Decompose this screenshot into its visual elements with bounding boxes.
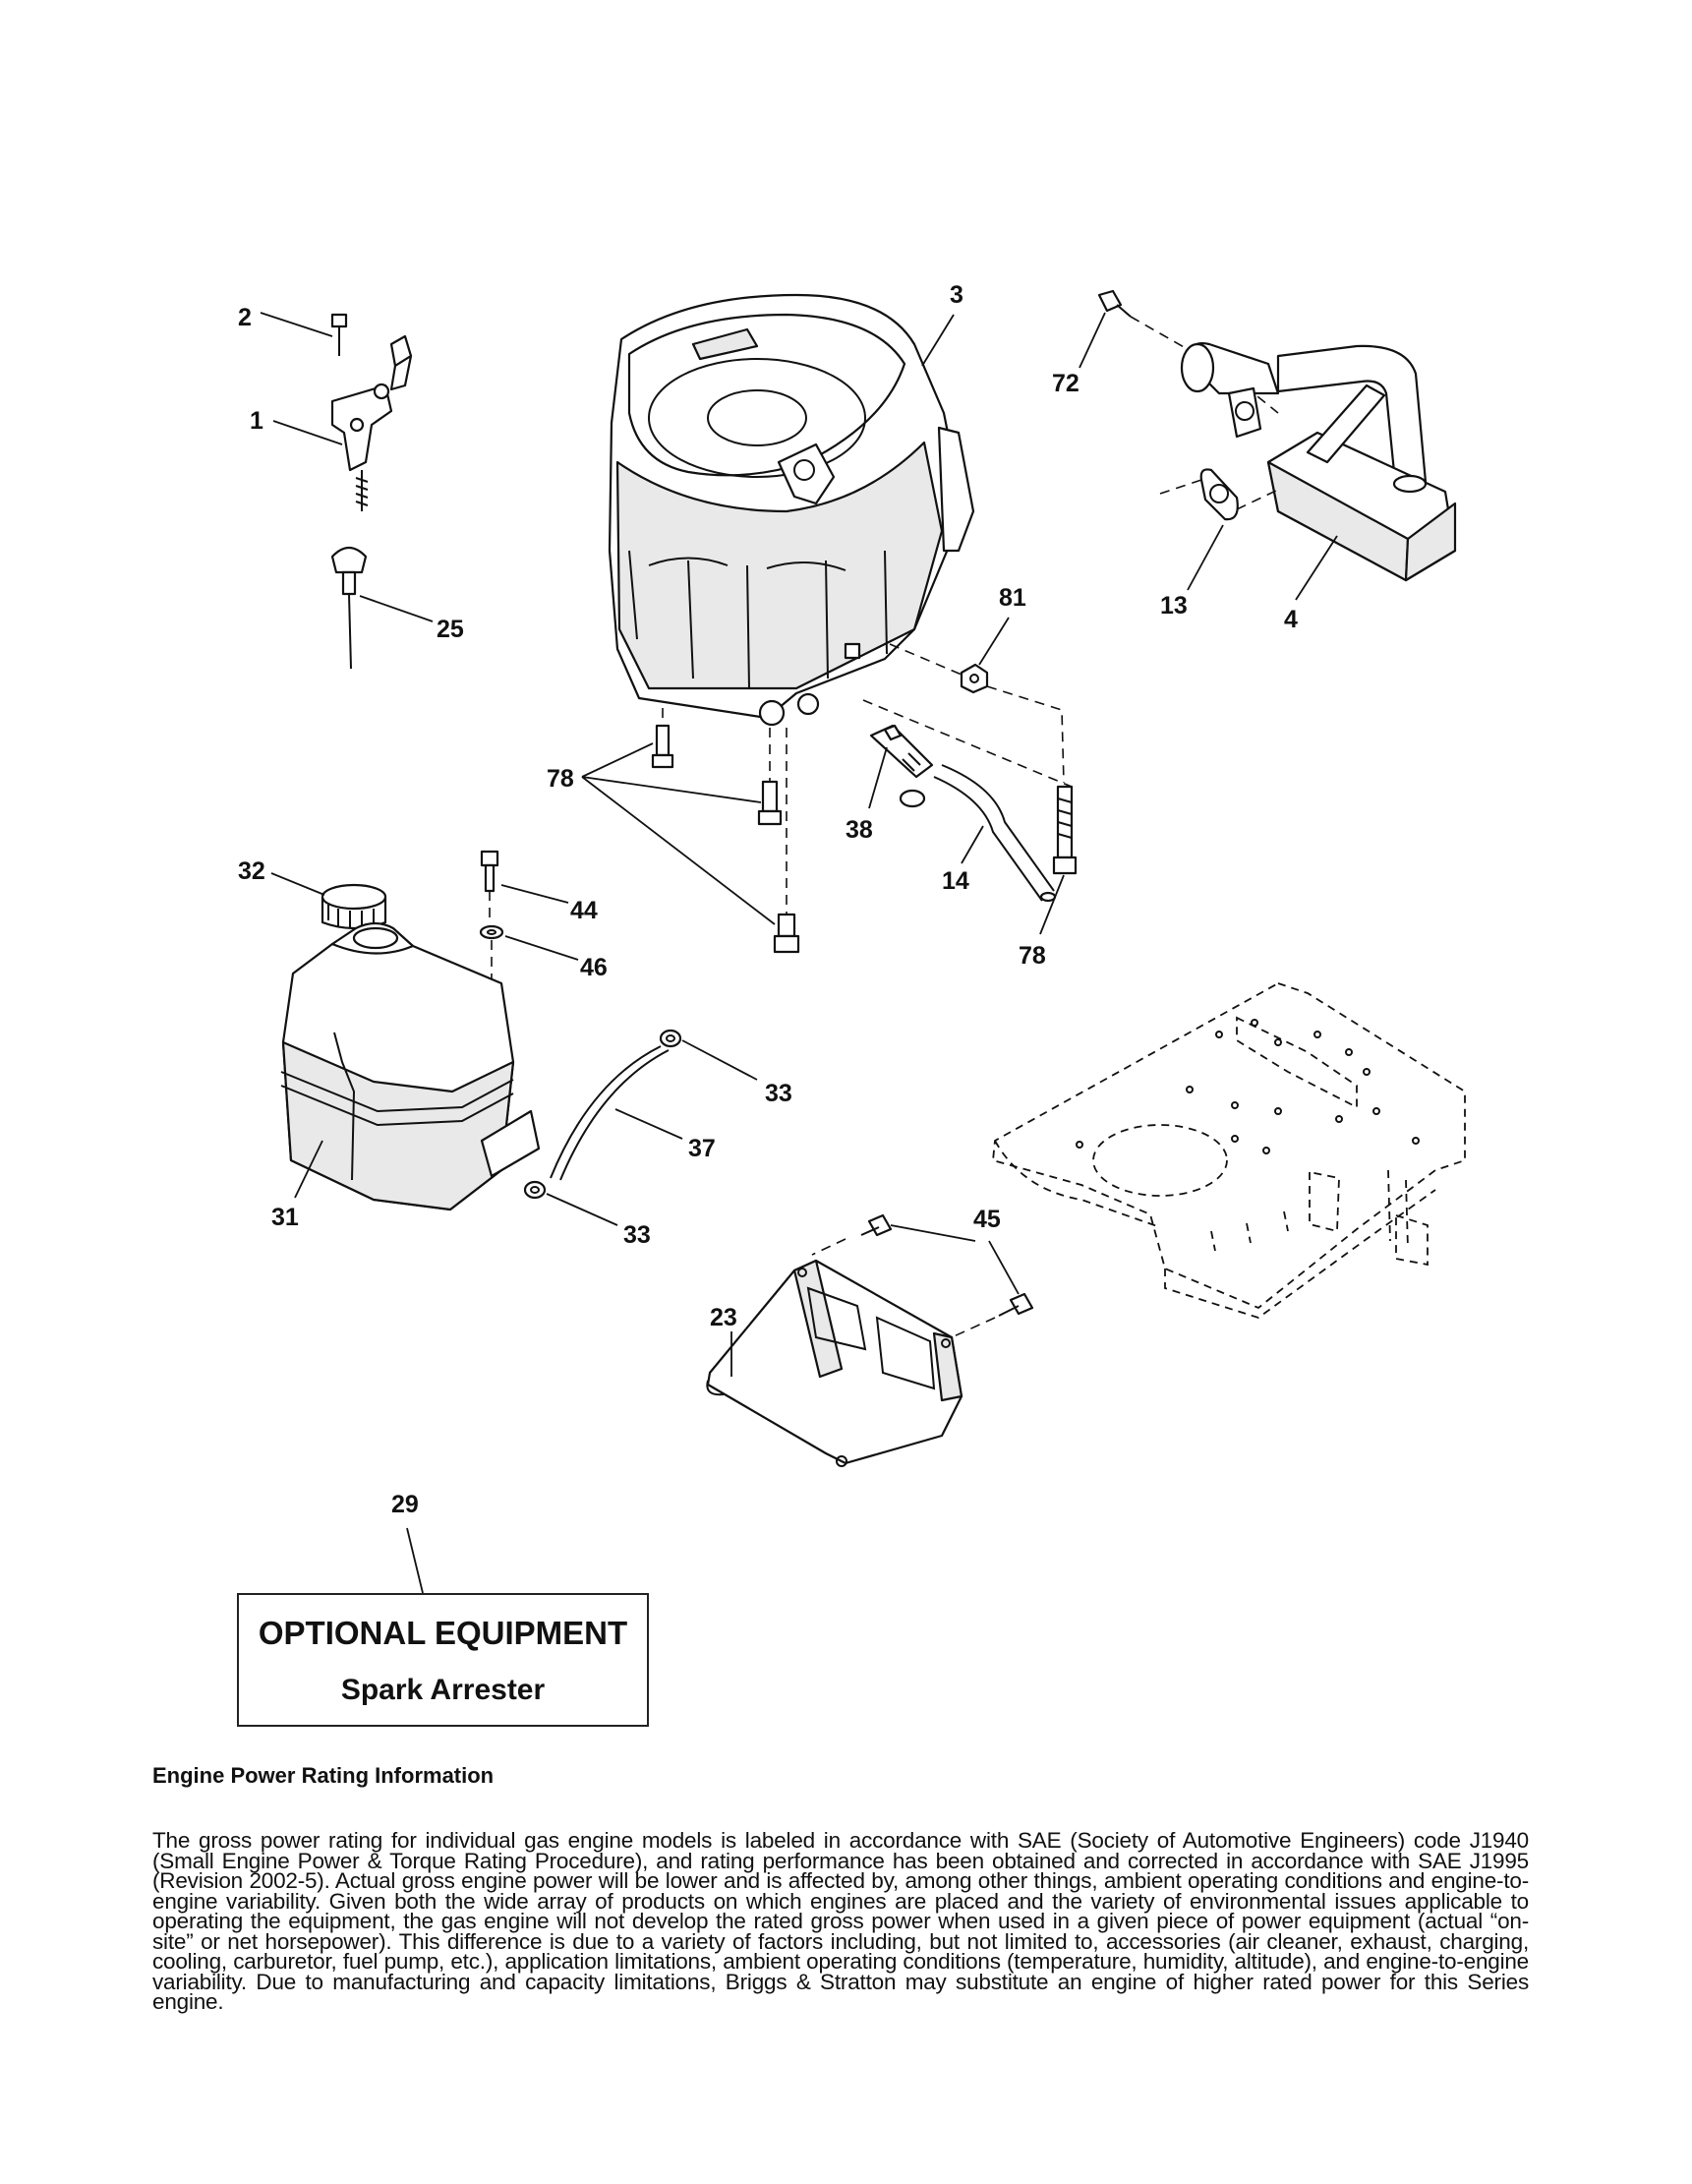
callout-38: 38 — [846, 746, 888, 844]
svg-text:23: 23 — [710, 1304, 737, 1331]
engine-mounting-bolts — [651, 724, 1078, 954]
callout-1: 1 — [250, 407, 343, 445]
callout-32: 32 — [238, 857, 325, 896]
callout-2: 2 — [238, 304, 333, 337]
engine-power-body: The gross power rating for individual ga… — [152, 1828, 1529, 2014]
dipstick — [330, 546, 368, 670]
muffler-gasket — [1199, 468, 1239, 521]
svg-text:38: 38 — [846, 816, 873, 844]
callout-25: 25 — [359, 595, 464, 643]
svg-text:72: 72 — [1052, 370, 1079, 397]
engine-shield — [706, 1259, 963, 1467]
svg-text:25: 25 — [437, 616, 464, 643]
callout-3: 3 — [921, 281, 963, 367]
svg-text:4: 4 — [1284, 606, 1298, 633]
fuel-line — [933, 764, 1057, 903]
svg-text:13: 13 — [1160, 592, 1188, 620]
engine-power-heading: Engine Power Rating Information — [152, 1763, 495, 1788]
fuel-cap — [321, 883, 387, 930]
svg-text:81: 81 — [999, 584, 1026, 612]
svg-text:46: 46 — [580, 954, 608, 981]
callout-81: 81 — [978, 584, 1026, 666]
engine — [608, 293, 975, 727]
callout-4: 4 — [1284, 535, 1338, 633]
throttle-control-assembly — [330, 313, 413, 511]
svg-text:45: 45 — [973, 1206, 1001, 1233]
svg-text:29: 29 — [391, 1491, 419, 1518]
fuel-line-clamp-lower — [523, 1180, 547, 1200]
callout-29: 29 — [391, 1491, 424, 1594]
callout-37: 37 — [614, 1108, 716, 1162]
callout-46: 46 — [504, 935, 608, 981]
svg-text:2: 2 — [238, 304, 252, 331]
fuel-tank — [280, 921, 541, 1211]
callout-14: 14 — [942, 825, 984, 895]
callout-13: 13 — [1160, 524, 1224, 620]
svg-text:14: 14 — [942, 867, 969, 895]
tank-fuel-line — [550, 1045, 670, 1181]
fuel-filter — [869, 724, 934, 808]
callout-33-lower: 33 — [546, 1193, 651, 1249]
callout-44: 44 — [500, 884, 598, 924]
svg-text:78: 78 — [547, 765, 574, 793]
callout-72: 72 — [1052, 312, 1106, 397]
nut — [960, 663, 989, 694]
spark-arrester-label: Spark Arrester — [340, 1674, 546, 1706]
shield-bolts — [860, 1213, 1034, 1317]
tank-washer — [479, 924, 504, 940]
tank-screw — [480, 850, 499, 893]
svg-text:44: 44 — [570, 897, 598, 924]
callout-78-right: 78 — [1019, 874, 1065, 970]
svg-text:32: 32 — [238, 857, 265, 885]
optional-equipment-box: OPTIONAL EQUIPMENT Spark Arrester — [237, 1593, 649, 1727]
svg-text:33: 33 — [623, 1221, 651, 1249]
svg-text:33: 33 — [765, 1080, 792, 1107]
exhaust-bolt — [1097, 289, 1132, 318]
engine-parts-diagram: 2 1 25 3 7 — [238, 281, 1466, 1594]
callout-78-left: 78 — [547, 742, 776, 925]
callout-45: 45 — [890, 1206, 1020, 1295]
muffler — [1180, 342, 1457, 582]
fuel-line-clamp-upper — [659, 1029, 682, 1048]
callout-23: 23 — [710, 1304, 737, 1377]
svg-text:37: 37 — [688, 1135, 716, 1162]
svg-text:31: 31 — [271, 1204, 299, 1231]
svg-text:1: 1 — [250, 407, 263, 435]
callout-33-upper: 33 — [681, 1039, 792, 1107]
svg-text:78: 78 — [1019, 942, 1046, 970]
tractor-frame — [992, 982, 1466, 1319]
optional-equipment-title: OPTIONAL EQUIPMENT — [258, 1615, 628, 1651]
callout-31: 31 — [271, 1140, 323, 1231]
svg-text:3: 3 — [950, 281, 963, 309]
